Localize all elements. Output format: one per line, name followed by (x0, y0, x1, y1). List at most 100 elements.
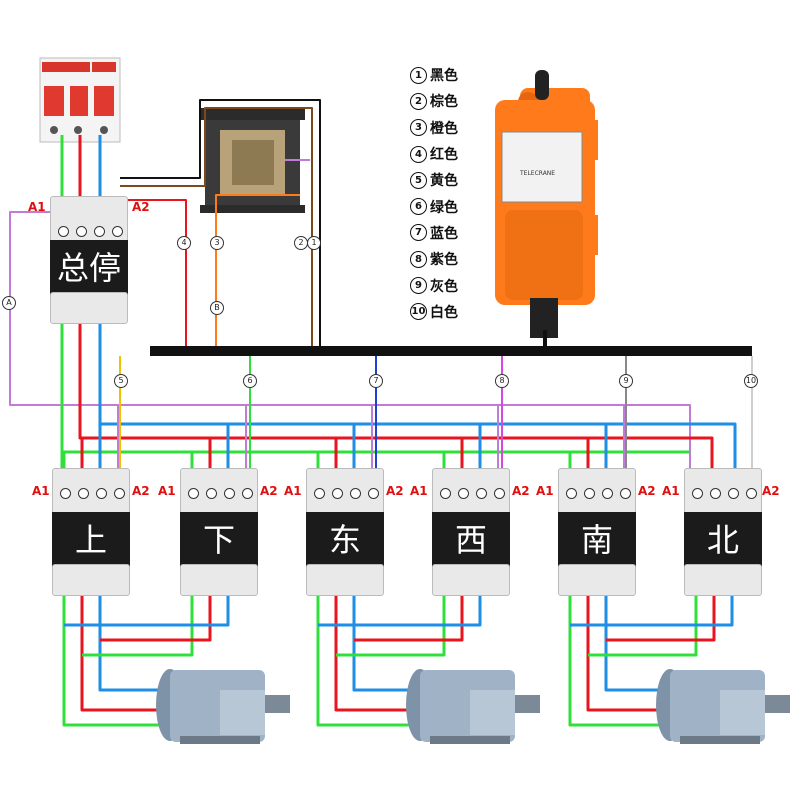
legend-number: 10 (410, 303, 427, 321)
terminal (692, 488, 703, 499)
contactor-bottom (558, 564, 636, 596)
terminal (602, 488, 613, 499)
contactor-down: 下 (180, 468, 258, 596)
legend-label: 蓝色 (430, 225, 458, 242)
wire-green (588, 590, 698, 657)
legend-number: 1 (410, 66, 427, 84)
motor-junction-box (470, 690, 515, 735)
circuit-breaker (39, 57, 121, 143)
terminal (494, 488, 505, 499)
terminal (224, 488, 235, 499)
contactor-body (558, 512, 636, 568)
contactor-bottom (306, 564, 384, 596)
legend-label: 灰色 (430, 278, 458, 295)
terminal (440, 488, 451, 499)
terminal (458, 488, 469, 499)
terminal (94, 226, 105, 237)
a1-label: A1 (536, 484, 554, 498)
wires (9, 99, 753, 727)
wire-marker-a: A (2, 296, 16, 310)
wire-marker-2: 2 (294, 236, 308, 250)
a1-label: A1 (28, 200, 46, 214)
terminal (242, 488, 253, 499)
terminal (314, 488, 325, 499)
a2-label: A2 (386, 484, 404, 498)
legend-label: 棕色 (430, 94, 458, 111)
contactor-west: 西 (432, 468, 510, 596)
wire-marker-7: 7 (369, 374, 383, 388)
terminal (206, 488, 217, 499)
motor-shaft (765, 695, 790, 713)
contactor-north: 北 (684, 468, 762, 596)
motor-shaft (515, 695, 540, 713)
legend-number: 9 (410, 277, 427, 295)
terminal (584, 488, 595, 499)
contactor-label: 西 (454, 521, 487, 559)
terminal (368, 488, 379, 499)
wire-green (568, 590, 665, 727)
wire-red (354, 590, 464, 642)
motor-shaft (265, 695, 290, 713)
contactor-label: 下 (202, 521, 235, 559)
wire-blue (98, 300, 737, 480)
legend-label: 黄色 (430, 173, 458, 190)
contactor-label: 东 (328, 521, 361, 559)
legend-label: 白色 (430, 304, 458, 321)
terminal (476, 488, 487, 499)
contactor-body (52, 512, 130, 568)
wire-red (606, 590, 716, 642)
contactor-body (432, 512, 510, 568)
a2-label: A2 (638, 484, 656, 498)
contactor-bottom (50, 292, 128, 324)
legend-number: 5 (410, 171, 427, 189)
a1-label: A1 (410, 484, 428, 498)
wire-blue (352, 590, 415, 692)
wire-green (62, 590, 165, 727)
legend-number: 6 (410, 198, 427, 216)
motor-base (680, 736, 760, 744)
legend-label: 黑色 (430, 68, 458, 85)
a1-label: A1 (662, 484, 680, 498)
remote-control (495, 70, 598, 338)
wire-green (316, 590, 415, 727)
a2-label: A2 (132, 484, 150, 498)
a2-label: A2 (512, 484, 530, 498)
legend-label: 绿色 (430, 199, 458, 216)
contactor-south: 南 (558, 468, 636, 596)
wire-marker-9: 9 (619, 374, 633, 388)
wire-red (80, 590, 165, 712)
terminal (60, 488, 71, 499)
contactor-body (180, 512, 258, 568)
legend-label: 红色 (430, 147, 458, 164)
terminal (78, 488, 89, 499)
remote-brand-text: TELECRANE (519, 170, 555, 177)
wire-black (120, 99, 321, 346)
contactor-body (684, 512, 762, 568)
contactor-bottom (432, 564, 510, 596)
a1-label: A1 (284, 484, 302, 498)
contactor-bottom (52, 564, 130, 596)
wire-red (100, 590, 212, 642)
legend-number: 7 (410, 224, 427, 242)
terminal (350, 488, 361, 499)
a2-label: A2 (132, 200, 150, 214)
contactor-bottom (684, 564, 762, 596)
wire-marker-b: B (210, 301, 224, 315)
a2-label: A2 (762, 484, 780, 498)
contactor-up: 上 (52, 468, 130, 596)
wire-blue (570, 590, 734, 627)
wire-marker-8: 8 (495, 374, 509, 388)
contactor-label: 总停 (56, 249, 121, 287)
contactor-label: 上 (74, 521, 107, 559)
wire-blue (318, 590, 482, 627)
legend-number: 3 (410, 119, 427, 137)
a1-label: A1 (158, 484, 176, 498)
legend-number: 8 (410, 250, 427, 268)
